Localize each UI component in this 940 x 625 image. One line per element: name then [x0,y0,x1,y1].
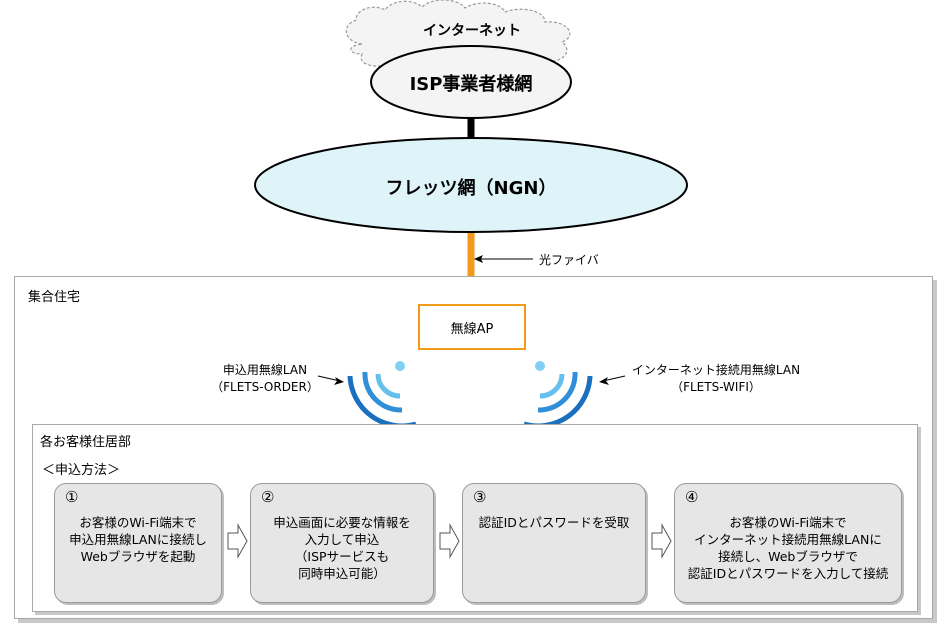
step-4-text: お客様のWi-Fi端末で インターネット接続用無線LANに 接続し、Webブラウ… [687,515,889,581]
step-3-number: ③ [473,488,487,506]
method-heading: ＜申込方法＞ [42,463,121,478]
isp-network-ellipse [370,45,572,119]
fiber-pointer-arrowhead-icon [474,255,483,263]
ssid-wifi-label: インターネット接続用無線LAN （FLETS-WIFI） [616,362,816,396]
access-point-label: 無線AP [450,321,494,337]
unit-title: 各お客様住居部 [40,435,132,450]
apartment-title: 集合住宅 [28,290,81,305]
step-1-to-2-arrow-icon [227,523,248,559]
step-1: ① お客様のWi-Fi端末で 申込用無線LANに接続し Webブラウザを起動 [54,483,222,603]
ngn-network-label: フレッツ網（NGN） [385,178,557,199]
ssid-wifi-id: （FLETS-WIFI） [671,380,761,394]
internet-label: インターネット [423,23,521,39]
fiber-label: 光ファイバ [539,253,599,267]
ssid-wifi-name: インターネット接続用無線LAN [631,363,801,377]
ssid-wifi-arrowhead-icon [599,377,609,385]
step-4: ④ お客様のWi-Fi端末で インターネット接続用無線LANに 接続し、Webブ… [674,483,902,603]
step-1-text: お客様のWi-Fi端末で 申込用無線LANに接続し Webブラウザを起動 [69,515,207,564]
step-1-number: ① [65,488,79,506]
ngn-network-ellipse [254,137,688,233]
step-2: ② 申込画面に必要な情報を 入力して申込 （ISPサービスも 同時申込可能） [250,483,434,603]
ssid-order-id: （FLETS-ORDER） [211,380,319,394]
step-2-text: 申込画面に必要な情報を 入力して申込 （ISPサービスも 同時申込可能） [273,515,411,581]
step-3-to-4-arrow-icon [651,523,672,559]
ssid-order-label: 申込用無線LAN （FLETS-ORDER） [200,362,330,396]
access-point-box: 無線AP [418,304,526,350]
step-3-text: 認証IDとパスワードを受取 [478,515,630,530]
step-2-to-3-arrow-icon [439,523,460,559]
step-2-number: ② [261,488,275,506]
ssid-order-arrowhead-icon [334,377,344,385]
isp-network-label: ISP事業者様網 [409,74,533,95]
step-4-number: ④ [685,488,699,506]
step-3: ③ 認証IDとパスワードを受取 [462,483,646,603]
ssid-order-name: 申込用無線LAN [222,363,308,377]
